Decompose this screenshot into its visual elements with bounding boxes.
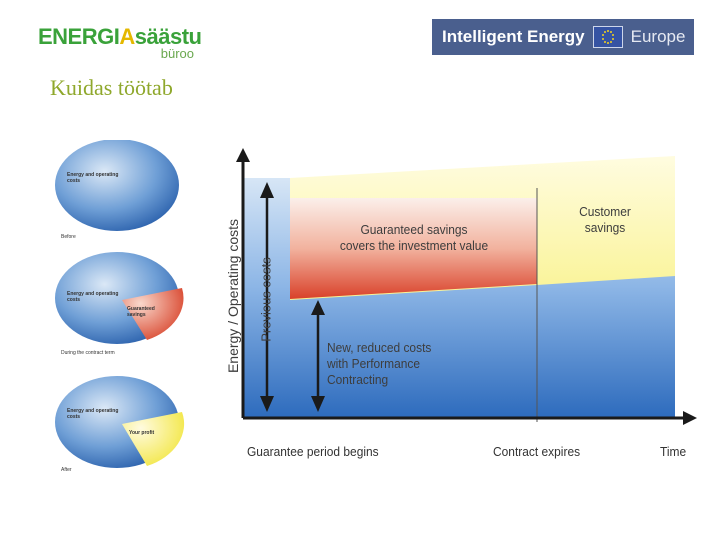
eu-flag-icon	[592, 26, 623, 48]
logo-text-intelligent-energy: Intelligent Energy	[442, 27, 585, 46]
guaranteed-savings-label: Guaranteed savings covers the investment…	[339, 222, 489, 253]
logo-subtitle: büroo	[160, 46, 194, 61]
pie1-caption: Before	[61, 234, 76, 240]
pie-after-slice	[122, 412, 185, 466]
pie1-label: Energy and operating costs	[67, 172, 119, 184]
guaranteed-savings-block	[290, 198, 537, 299]
pie3-caption: After	[61, 467, 72, 473]
logo-wordmark: ENERGIAsäästu	[38, 24, 202, 49]
y-axis-label: Energy / Operating costs	[225, 218, 241, 374]
previous-costs-arrow-up-icon	[260, 182, 274, 198]
pie-charts-svg	[55, 139, 185, 468]
pie3-label: Energy and operating costs	[67, 408, 119, 420]
previous-costs-label: Previous costs	[258, 257, 274, 342]
pie-before	[55, 139, 179, 231]
previous-costs-arrow-down-icon	[260, 396, 274, 412]
pie-illustrations: Energy and operating costs Before Energy…	[55, 139, 195, 480]
reduced-costs-label: New, reduced costs with Performance Cont…	[327, 340, 432, 387]
energiasaastu-logo: ENERGIAsäästu büroo	[38, 24, 208, 66]
pie2-label: Energy and operating costs	[67, 291, 119, 303]
pie3-slice-label: Your profit	[129, 430, 155, 436]
pie2-caption: During the contract term	[61, 350, 115, 356]
intelligent-energy-europe-logo: Intelligent Energy Europe	[432, 19, 694, 55]
customer-savings-label: Customer savings	[579, 204, 631, 235]
pie-during-slice	[122, 288, 184, 340]
reduced-costs-area	[243, 178, 675, 418]
x-label-guarantee-begins: Guarantee period begins	[247, 444, 379, 459]
x-axis-arrow-icon	[683, 411, 697, 425]
pie2-slice-label: Guaranteed savings	[127, 306, 155, 318]
logo-text-europe: Europe	[630, 27, 686, 46]
reduced-costs-arrow-down-icon	[311, 396, 325, 412]
cost-diagram: Energy / Operating costs Previous costs …	[215, 140, 705, 470]
y-axis-arrow-icon	[236, 148, 250, 162]
cost-diagram-svg	[236, 148, 697, 425]
page-title: Kuidas töötab	[50, 75, 173, 100]
x-label-time: Time	[660, 444, 687, 459]
reduced-costs-arrow-up-icon	[311, 300, 325, 315]
x-label-contract-expires: Contract expires	[493, 444, 581, 459]
